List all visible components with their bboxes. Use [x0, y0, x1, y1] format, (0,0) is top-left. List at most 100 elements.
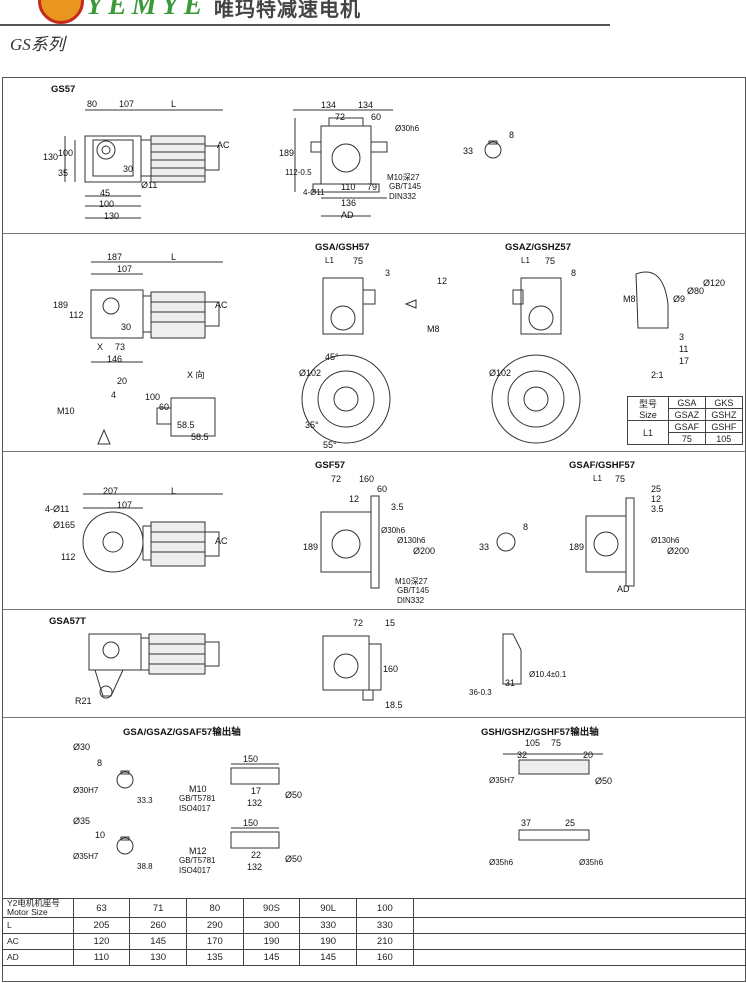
view-x-direction: X 向 — [187, 370, 205, 380]
dim-L: L — [171, 252, 177, 262]
dim-100v: 100 — [58, 148, 74, 158]
dim-189b: 189 — [569, 542, 585, 552]
dim-132b: 132 — [247, 862, 263, 872]
standard-gb: GB/T145 — [397, 586, 430, 595]
dim-80: 80 — [87, 99, 98, 109]
brand-name: YEMYE — [86, 0, 208, 21]
view-gsh-output: GSH/GSHZ/GSHF57输出轴 — [481, 727, 599, 738]
thread-m10: M10 — [57, 406, 75, 416]
dim-60: 60 — [159, 402, 170, 412]
key-8: 8 — [509, 130, 515, 140]
key-8: 8 — [523, 522, 529, 532]
dim-160: 160 — [383, 664, 399, 674]
dim-o50-r: Ø50 — [595, 776, 613, 786]
dim-8: 8 — [571, 268, 577, 278]
view-gsf57: GSF57 — [315, 460, 346, 471]
table-cell: GSAF — [668, 420, 706, 433]
dim-60: 60 — [377, 484, 388, 494]
view-gsa-output: GSA/GSAZ/GSAF57输出轴 — [123, 727, 241, 738]
dim-15: 15 — [385, 618, 396, 628]
dim-32: 32 — [517, 750, 528, 760]
brand-logo-icon — [38, 0, 84, 24]
dim-30: 30 — [121, 322, 132, 332]
dim-o35h7: Ø35H7 — [73, 852, 99, 861]
dim-m8: M8 — [427, 324, 440, 334]
dim-112: 112-0.5 — [285, 168, 312, 177]
table-cell: 105 — [704, 432, 744, 445]
dim-12: 12 — [349, 494, 360, 504]
dim-o35: Ø35 — [73, 816, 91, 826]
angle-55: 55° — [323, 440, 337, 450]
dim-20: 20 — [117, 376, 128, 386]
dim-l1b: L1 — [521, 256, 530, 265]
dim-150a: 150 — [243, 754, 259, 764]
dim-100h: 100 — [99, 199, 115, 209]
section-output-shafts: GSA/GSAZ/GSAF57输出轴 GSH/GSHZ/GSHF57输出轴 Ø3… — [3, 718, 746, 896]
dim-AC: AC — [215, 300, 228, 310]
dim-75b: 75 — [545, 256, 556, 266]
dim-33-3: 33.3 — [137, 796, 153, 805]
drawing-frame: GS57 80 107 L 130 100 35 30 AC Ø11 45 10… — [2, 77, 746, 982]
dim-AD: AD — [341, 210, 354, 220]
dim-37: 37 — [521, 818, 532, 828]
dim-80: Ø80 — [687, 286, 705, 296]
dim-3-5: 3.5 — [391, 502, 404, 512]
dim-o50a: Ø50 — [285, 790, 303, 800]
dim-189: 189 — [279, 148, 295, 158]
dim-75a: 75 — [353, 256, 364, 266]
dim-l1: L1 — [593, 474, 602, 483]
dim-105: 105 — [525, 738, 541, 748]
dim-207: 207 — [103, 486, 119, 496]
section-gs57: GS57 80 107 L 130 100 35 30 AC Ø11 45 10… — [3, 78, 746, 234]
dim-AC: AC — [215, 536, 228, 546]
gsa57t-drawing — [88, 633, 522, 701]
dim-4: 4 — [111, 390, 117, 400]
standard-iso-b: ISO4017 — [179, 866, 211, 875]
header-rule — [0, 24, 610, 26]
dim-r21: R21 — [75, 696, 92, 706]
dim-200b: Ø200 — [667, 546, 690, 556]
dim-72: 72 — [331, 474, 342, 484]
dim-134b: 134 — [358, 100, 374, 110]
dim-25: 25 — [565, 818, 576, 828]
dim-72: 72 — [335, 112, 346, 122]
dim-75: 75 — [615, 474, 626, 484]
dim-22: 22 — [251, 850, 262, 860]
dim-102a: Ø102 — [299, 368, 322, 378]
dim-9: Ø9 — [673, 294, 686, 304]
thread-note: M10深27 — [395, 577, 428, 586]
dim-o50b: Ø50 — [285, 854, 303, 864]
dim-110: 110 — [341, 182, 356, 192]
table-cell-empty — [412, 898, 746, 918]
dim-shaft-30: Ø30h6 — [395, 124, 420, 133]
dim-30: 30 — [123, 164, 134, 174]
standard-iso-a: ISO4017 — [179, 804, 211, 813]
dim-18-5: 18.5 — [385, 700, 403, 710]
dim-60: 60 — [371, 112, 382, 122]
dim-o35h7-r: Ø35H7 — [489, 776, 515, 785]
dim-o35h6-b: Ø35h6 — [579, 858, 604, 867]
key-33: 33 — [463, 146, 474, 156]
section-gsa57: GSA/GSH57 GSAZ/GSHZ57 187 L 107 189 112 … — [3, 234, 746, 452]
dim-45: 45 — [100, 188, 111, 198]
key-10: 10 — [95, 830, 106, 840]
dim-75: 75 — [551, 738, 562, 748]
standard-din: DIN332 — [389, 192, 417, 201]
dim-4-holes: 4-Ø11 — [45, 504, 70, 514]
dim-58-5a: 58.5 — [177, 420, 195, 430]
dim-25: 25 — [651, 484, 662, 494]
dim-r3: 3 — [679, 332, 685, 342]
dim-20: 20 — [583, 750, 594, 760]
dim-73: 73 — [115, 342, 126, 352]
dim-31: 31 — [505, 678, 516, 688]
dim-10-4: Ø10.4±0.1 — [529, 670, 567, 679]
dim-102b: Ø102 — [489, 368, 512, 378]
thread-m8: M8 — [623, 294, 636, 304]
gsf57-drawing — [82, 493, 635, 589]
table-cell: 71 — [129, 898, 187, 918]
dim-AC: AC — [217, 140, 230, 150]
